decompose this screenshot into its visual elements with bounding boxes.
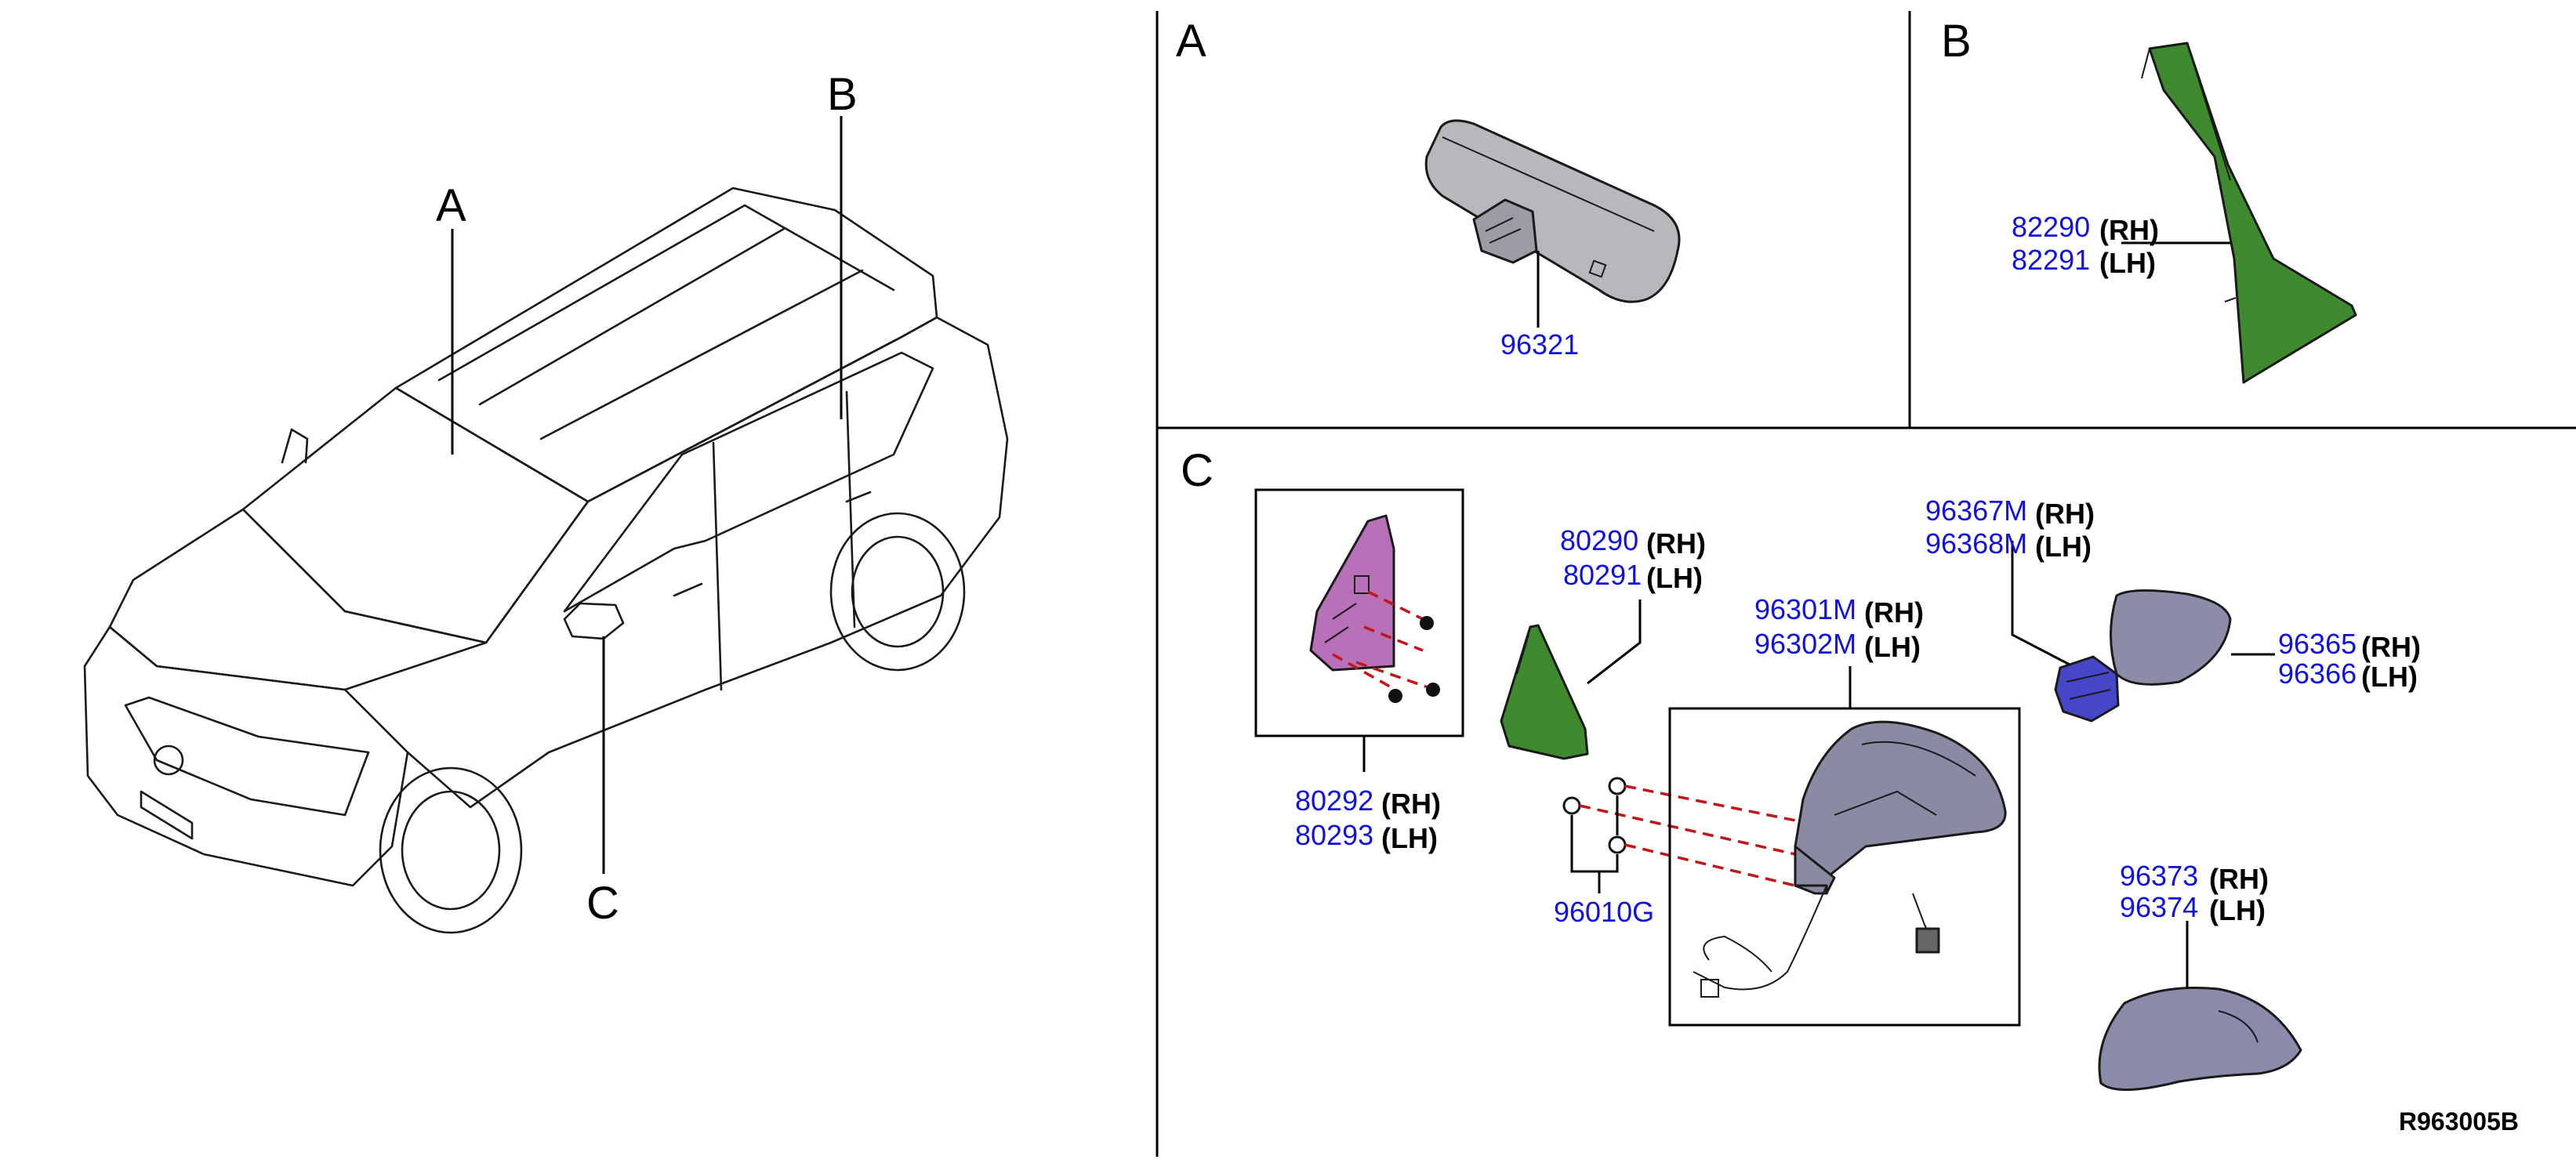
side-96367M: (RH) bbox=[2035, 498, 2095, 530]
screw-set-illustration bbox=[1562, 777, 1827, 887]
part-number-80291: 80291 bbox=[1563, 559, 1642, 591]
side-96302M: (LH) bbox=[1864, 631, 1921, 663]
side-96374: (LH) bbox=[2209, 894, 2266, 926]
mirror-glass-illustration bbox=[2110, 589, 2232, 686]
bracket-detail-frame bbox=[1254, 488, 1464, 737]
section-b-label: B bbox=[1941, 16, 1972, 67]
mirror-cover-illustration bbox=[2098, 987, 2302, 1092]
mirror-triangle-panel-illustration bbox=[1500, 624, 1589, 760]
mounting-bracket-illustration bbox=[1309, 514, 1440, 703]
side-82291: (LH) bbox=[2099, 247, 2156, 279]
part-number-96365: 96365 bbox=[2278, 628, 2356, 660]
side-96365: (RH) bbox=[2361, 631, 2421, 663]
side-96366: (LH) bbox=[2361, 661, 2418, 693]
pillar-garnish-illustration bbox=[2141, 42, 2357, 384]
side-80293: (LH) bbox=[1381, 822, 1438, 854]
part-number-96302M: 96302M bbox=[1754, 628, 1856, 660]
part-number-82290: 82290 bbox=[2012, 211, 2090, 243]
diagram-code: R963005B bbox=[2399, 1107, 2519, 1136]
part-number-82291: 82291 bbox=[2012, 244, 2090, 276]
side-80291: (LH) bbox=[1646, 562, 1703, 594]
side-80290: (RH) bbox=[1646, 527, 1706, 560]
part-number-80290: 80290 bbox=[1560, 524, 1638, 556]
section-b: B 82290 (RH) 82291 (LH) bbox=[1941, 16, 2357, 384]
part-number-96368M: 96368M bbox=[1925, 527, 2027, 560]
overview-label-c: C bbox=[586, 878, 619, 929]
part-number-96301M: 96301M bbox=[1754, 593, 1856, 625]
side-82290: (RH) bbox=[2099, 214, 2159, 246]
part-number-96321: 96321 bbox=[1500, 328, 1579, 360]
part-number-80293: 80293 bbox=[1295, 819, 1373, 851]
overview-callouts: A B C bbox=[436, 69, 858, 929]
rearview-mirror-illustration bbox=[1424, 119, 1681, 303]
section-a-label: A bbox=[1176, 16, 1206, 67]
part-number-96373: 96373 bbox=[2120, 860, 2198, 892]
part-number-96367M: 96367M bbox=[1925, 495, 2027, 527]
mirror-assembly-detail-frame bbox=[1668, 707, 2021, 1027]
overview-label-b: B bbox=[827, 69, 858, 120]
side-96373: (RH) bbox=[2209, 863, 2269, 895]
part-number-80292: 80292 bbox=[1295, 784, 1373, 817]
side-80292: (RH) bbox=[1381, 788, 1441, 820]
side-96368M: (LH) bbox=[2035, 531, 2092, 563]
mirror-actuator-illustration bbox=[2054, 655, 2120, 723]
side-96301M: (RH) bbox=[1864, 596, 1924, 629]
vehicle-overview-illustration bbox=[83, 187, 1009, 934]
part-number-96374: 96374 bbox=[2120, 891, 2198, 923]
overview-label-a: A bbox=[436, 180, 466, 231]
section-dividers bbox=[1156, 11, 2576, 1157]
section-a: A 96321 bbox=[1176, 16, 1681, 360]
door-mirror-assembly-illustration bbox=[1693, 720, 2007, 998]
part-number-96010G: 96010G bbox=[1554, 896, 1654, 928]
part-number-96366: 96366 bbox=[2278, 658, 2356, 690]
section-c: C 80292 (RH) 80293 (LH) 80290 (RH) 80291 bbox=[1181, 445, 2421, 1092]
section-c-label: C bbox=[1181, 445, 1214, 496]
